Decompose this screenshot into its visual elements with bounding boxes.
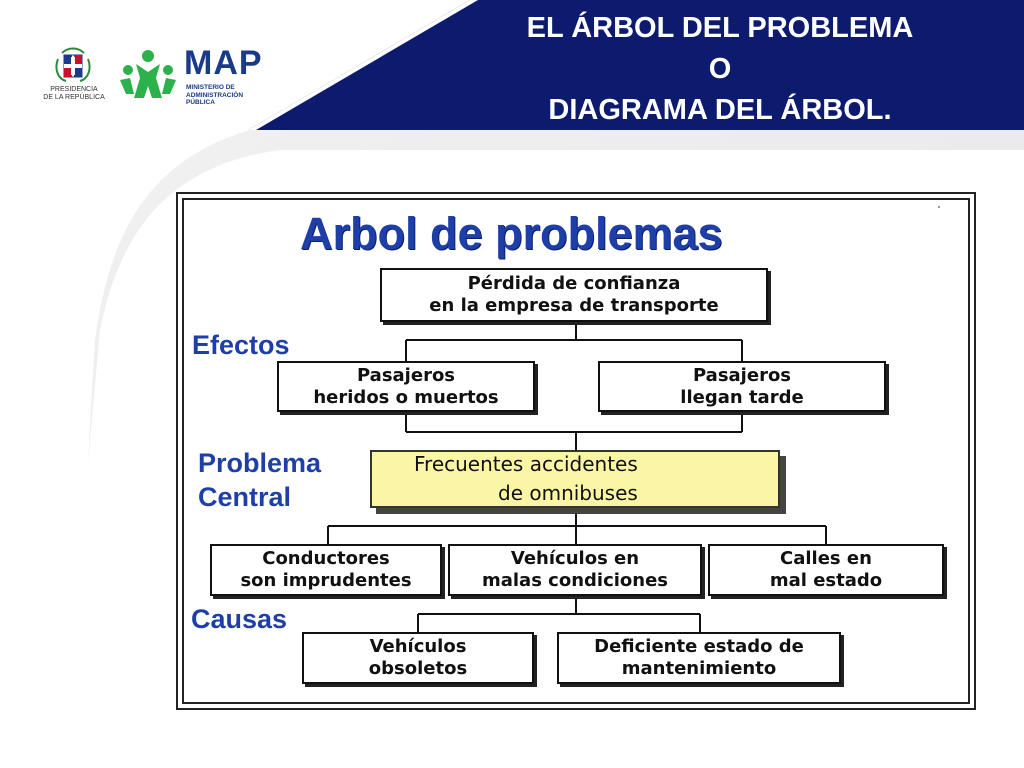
effect-2-line-2: llegan tarde	[680, 386, 804, 408]
header-title-line-3: DIAGRAMA DEL ÁRBOL.	[548, 94, 892, 126]
effect-box-late: Pasajeros llegan tarde	[598, 361, 886, 412]
map-subtitle: MINISTERIO DE ADMINISTRACIÓN PÚBLICA	[186, 84, 276, 107]
label-causes: Causas	[191, 604, 288, 634]
cause-3-line-1: Calles en	[780, 548, 872, 569]
presidencia-label-line-2: DE LA REPÚBLICA	[43, 94, 105, 101]
central-problem-box: Frecuentes accidentes de omnibuses	[370, 450, 780, 508]
top-effect-line-2: en la empresa de transporte	[429, 295, 719, 316]
cause-box-vehicles: Vehículos en malas condiciones	[448, 544, 702, 596]
label-central-line-1: Problema	[198, 448, 322, 478]
cause-1-line-2: son imprudentes	[240, 570, 412, 591]
central-problem-line-1: Frecuentes accidentes	[414, 452, 638, 476]
subcause-box-obsolete: Vehículos obsoletos	[302, 632, 534, 684]
top-effect-box: Pérdida de confianza en la empresa de tr…	[380, 268, 768, 322]
header-title-line-2: O	[708, 53, 732, 85]
subcause-1-line-1: Vehículos	[369, 636, 467, 657]
header-band-edge	[248, 0, 478, 130]
top-effect-line-1: Pérdida de confianza	[467, 273, 681, 294]
map-subtitle-line-3: PÚBLICA	[186, 99, 215, 106]
label-central-line-2: Central	[198, 482, 292, 512]
header-title: EL ÁRBOL DEL PROBLEMA O DIAGRAMA DEL ÁRB…	[480, 8, 960, 131]
cause-3-line-2: mal estado	[769, 570, 883, 591]
presidencia-label-line-1: PRESIDENCIA	[50, 86, 98, 93]
cause-2-line-2: malas condiciones	[481, 570, 669, 591]
effect-2-line-1: Pasajeros	[692, 364, 792, 386]
cause-1-line-1: Conductores	[262, 548, 390, 569]
map-subtitle-line-1: MINISTERIO DE	[186, 84, 235, 91]
map-people-icon	[120, 50, 176, 98]
subcause-1-line-2: obsoletos	[368, 658, 468, 679]
effect-1-line-2: heridos o muertos	[313, 386, 499, 408]
central-problem-line-2: de omnibuses	[498, 481, 638, 505]
header-band	[248, 0, 1024, 130]
label-central-problem: Problema Central	[198, 446, 321, 514]
header-title-line-1: EL ÁRBOL DEL PROBLEMA	[526, 12, 914, 44]
label-effects: Efectos	[192, 330, 290, 360]
diagram-title: Arbol de problemas	[300, 208, 723, 259]
effect-box-injuries: Pasajeros heridos o muertos	[277, 361, 535, 412]
background-swoosh-inner	[0, 0, 470, 768]
cause-box-drivers: Conductores son imprudentes	[210, 544, 442, 596]
effect-1-line-1: Pasajeros	[356, 364, 456, 386]
subcause-2-line-1: Deficiente estado de	[594, 636, 804, 657]
map-subtitle-line-2: ADMINISTRACIÓN	[186, 91, 244, 99]
cause-box-streets: Calles en mal estado	[708, 544, 944, 596]
subcause-box-maintenance: Deficiente estado de mantenimiento	[557, 632, 841, 684]
presidencia-label: PRESIDENCIA DE LA REPÚBLICA	[40, 86, 108, 102]
cause-2-line-1: Vehículos en	[510, 548, 640, 569]
coat-of-arms-icon	[55, 47, 91, 82]
panel-mark	[938, 206, 940, 208]
subcause-2-line-2: mantenimiento	[621, 658, 777, 679]
map-logo-text: MAP	[184, 44, 263, 82]
